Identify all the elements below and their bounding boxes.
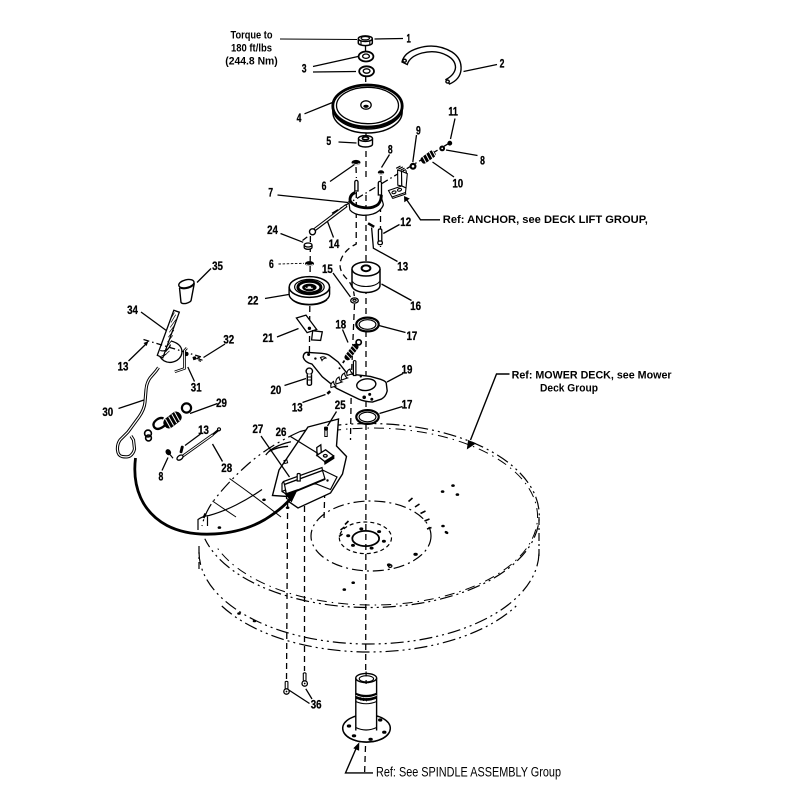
svg-text:24: 24 xyxy=(267,223,278,237)
svg-text:13: 13 xyxy=(118,359,129,373)
svg-text:35: 35 xyxy=(212,259,223,273)
svg-text:13: 13 xyxy=(292,401,303,415)
svg-text:1: 1 xyxy=(407,32,411,46)
svg-text:4: 4 xyxy=(297,111,302,125)
svg-text:17: 17 xyxy=(402,397,413,411)
svg-text:8: 8 xyxy=(159,469,164,483)
svg-text:2: 2 xyxy=(500,56,505,70)
svg-text:7: 7 xyxy=(268,186,273,200)
svg-text:29: 29 xyxy=(216,396,227,410)
svg-text:3: 3 xyxy=(302,62,307,76)
svg-text:8: 8 xyxy=(388,143,393,157)
svg-text:28: 28 xyxy=(221,461,232,475)
svg-text:Ref: See SPINDLE ASSEMBLY Grou: Ref: See SPINDLE ASSEMBLY Group xyxy=(376,764,561,779)
svg-text:13: 13 xyxy=(198,423,209,437)
svg-text:25: 25 xyxy=(335,398,346,412)
svg-text:12: 12 xyxy=(400,215,411,229)
svg-text:19: 19 xyxy=(402,363,413,377)
svg-text:15: 15 xyxy=(322,262,333,276)
svg-text:27: 27 xyxy=(253,422,264,436)
svg-text:6: 6 xyxy=(322,179,327,193)
svg-text:34: 34 xyxy=(127,303,138,317)
svg-text:13: 13 xyxy=(397,259,408,273)
svg-text:31: 31 xyxy=(191,381,202,395)
svg-text:30: 30 xyxy=(102,405,113,419)
svg-text:Ref: MOWER DECK, see Mower: Ref: MOWER DECK, see Mower xyxy=(512,370,673,382)
svg-text:32: 32 xyxy=(223,333,234,347)
svg-text:Deck Group: Deck Group xyxy=(540,383,598,395)
svg-text:Ref: ANCHOR, see DECK LIFT GRO: Ref: ANCHOR, see DECK LIFT GROUP, xyxy=(443,214,648,226)
svg-text:14: 14 xyxy=(329,237,340,251)
svg-text:180 ft/lbs: 180 ft/lbs xyxy=(231,43,272,55)
svg-text:9: 9 xyxy=(416,123,421,137)
svg-text:(244.8 Nm): (244.8 Nm) xyxy=(225,56,278,68)
svg-text:11: 11 xyxy=(448,105,458,119)
svg-text:17: 17 xyxy=(407,329,418,343)
svg-text:22: 22 xyxy=(248,293,259,307)
svg-text:26: 26 xyxy=(276,425,287,439)
svg-text:18: 18 xyxy=(335,317,346,331)
svg-text:8: 8 xyxy=(480,153,485,167)
svg-text:5: 5 xyxy=(326,134,331,148)
svg-text:21: 21 xyxy=(263,331,274,345)
svg-text:36: 36 xyxy=(311,698,322,712)
svg-text:Torque to: Torque to xyxy=(231,30,273,42)
svg-text:6: 6 xyxy=(269,257,274,271)
svg-text:10: 10 xyxy=(452,176,463,190)
svg-text:20: 20 xyxy=(271,383,282,397)
svg-text:16: 16 xyxy=(410,299,421,313)
